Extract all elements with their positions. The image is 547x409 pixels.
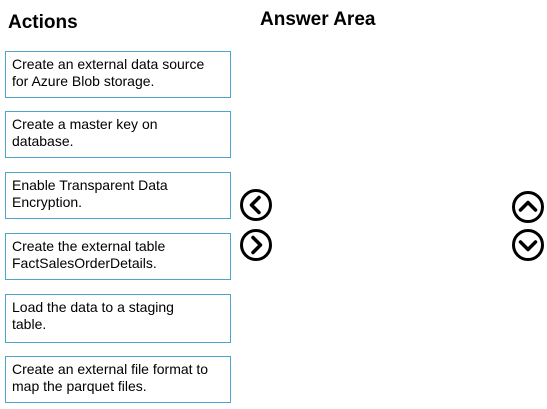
actions-heading: Actions <box>8 12 78 33</box>
chevron-right-icon <box>240 229 272 261</box>
action-item-line: Encryption. <box>12 194 83 210</box>
action-item-load-staging-table[interactable]: Load the data to a staging table. <box>5 294 231 343</box>
chevron-down-icon <box>512 229 544 261</box>
action-item-line: table. <box>12 316 47 332</box>
action-item-create-external-data-source[interactable]: Create an external data source for Azure… <box>5 51 231 98</box>
action-item-line: Create a master key on <box>12 116 158 132</box>
action-item-line: Create an external file format to <box>12 361 209 377</box>
action-item-line: Create the external table <box>12 238 166 254</box>
answer-area-heading: Answer Area <box>260 9 376 30</box>
action-item-enable-tde[interactable]: Enable Transparent Data Encryption. <box>5 172 231 219</box>
move-up-button[interactable] <box>511 190 545 224</box>
action-item-line: Load the data to a staging <box>12 299 174 315</box>
action-item-line: database. <box>12 133 74 149</box>
action-item-create-external-table[interactable]: Create the external table FactSalesOrder… <box>5 233 231 280</box>
action-item-create-master-key[interactable]: Create a master key on database. <box>5 111 231 158</box>
move-left-button[interactable] <box>239 188 273 222</box>
move-down-button[interactable] <box>511 228 545 262</box>
chevron-up-icon <box>512 191 544 223</box>
action-item-line: FactSalesOrderDetails. <box>12 255 157 271</box>
move-right-button[interactable] <box>239 228 273 262</box>
action-item-line: for Azure Blob storage. <box>12 73 155 89</box>
action-item-create-external-file-format[interactable]: Create an external file format to map th… <box>5 356 231 403</box>
action-item-line: Create an external data source <box>12 56 205 72</box>
chevron-left-icon <box>240 189 272 221</box>
action-item-line: map the parquet files. <box>12 378 147 394</box>
action-item-line: Enable Transparent Data <box>12 177 168 193</box>
